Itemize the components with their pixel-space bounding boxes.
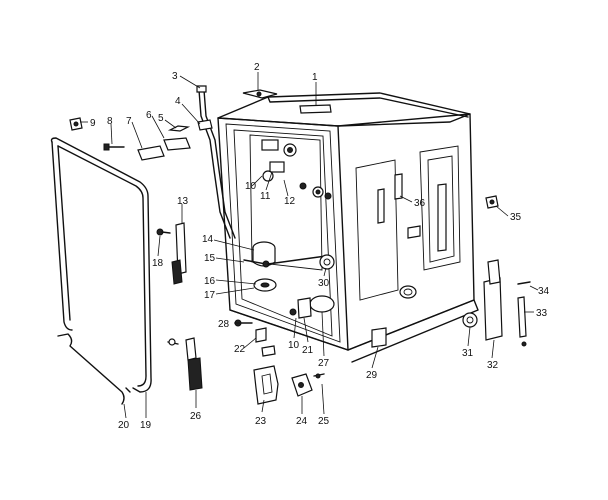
- fill-tube: [196, 85, 236, 239]
- callout-16: 16: [204, 276, 216, 287]
- callout-6: 6: [146, 110, 152, 121]
- part-13-18: [156, 222, 187, 285]
- callout-11: 11: [260, 191, 271, 202]
- callout-25: 25: [318, 416, 330, 427]
- door-gasket: [50, 137, 152, 393]
- callout-8: 8: [107, 116, 113, 127]
- top-bracket: [242, 89, 278, 99]
- callout-9: 9: [90, 118, 96, 129]
- callout-13: 13: [177, 196, 189, 207]
- callout-20: 20: [118, 420, 130, 431]
- callout-17: 17: [204, 290, 216, 301]
- callout-29: 29: [366, 370, 378, 381]
- callout-7: 7: [126, 116, 132, 127]
- rod-20: [57, 333, 131, 405]
- callout-34: 34: [538, 286, 550, 297]
- hinge-parts: [69, 117, 191, 161]
- right-side-parts: [462, 195, 531, 347]
- lower-latch-parts: [167, 319, 279, 405]
- callout-28: 28: [218, 319, 230, 330]
- callout-19: 19: [140, 420, 152, 431]
- callout-22: 22: [234, 344, 246, 355]
- callout-labels: 1 2 3 4 5 6 7 8 9 10 11 12 13 14 15 16 1…: [90, 62, 550, 431]
- callout-33: 33: [536, 308, 548, 319]
- callout-36: 36: [414, 198, 426, 209]
- callout-12: 12: [284, 196, 296, 207]
- callout-30: 30: [318, 278, 330, 289]
- callout-10: 10: [245, 181, 257, 192]
- leader-lines: [80, 72, 539, 419]
- callout-21: 21: [302, 345, 314, 356]
- latch-24-25: [291, 373, 325, 397]
- callout-3: 3: [172, 71, 178, 82]
- callout-27: 27: [318, 358, 330, 369]
- callout-10b: 10: [288, 340, 300, 351]
- callout-5: 5: [158, 113, 164, 124]
- callout-14: 14: [202, 234, 214, 245]
- callout-1: 1: [312, 72, 318, 83]
- callout-23: 23: [255, 416, 267, 427]
- callout-26: 26: [190, 411, 202, 422]
- callout-31: 31: [462, 348, 474, 359]
- callout-32: 32: [487, 360, 499, 371]
- callout-4: 4: [175, 96, 181, 107]
- callout-18: 18: [152, 258, 164, 269]
- callout-15: 15: [204, 253, 216, 264]
- inner-components: [243, 139, 335, 319]
- callout-35: 35: [510, 212, 522, 223]
- tub-assembly: [217, 92, 479, 363]
- callout-2: 2: [254, 62, 260, 73]
- callout-24: 24: [296, 416, 308, 427]
